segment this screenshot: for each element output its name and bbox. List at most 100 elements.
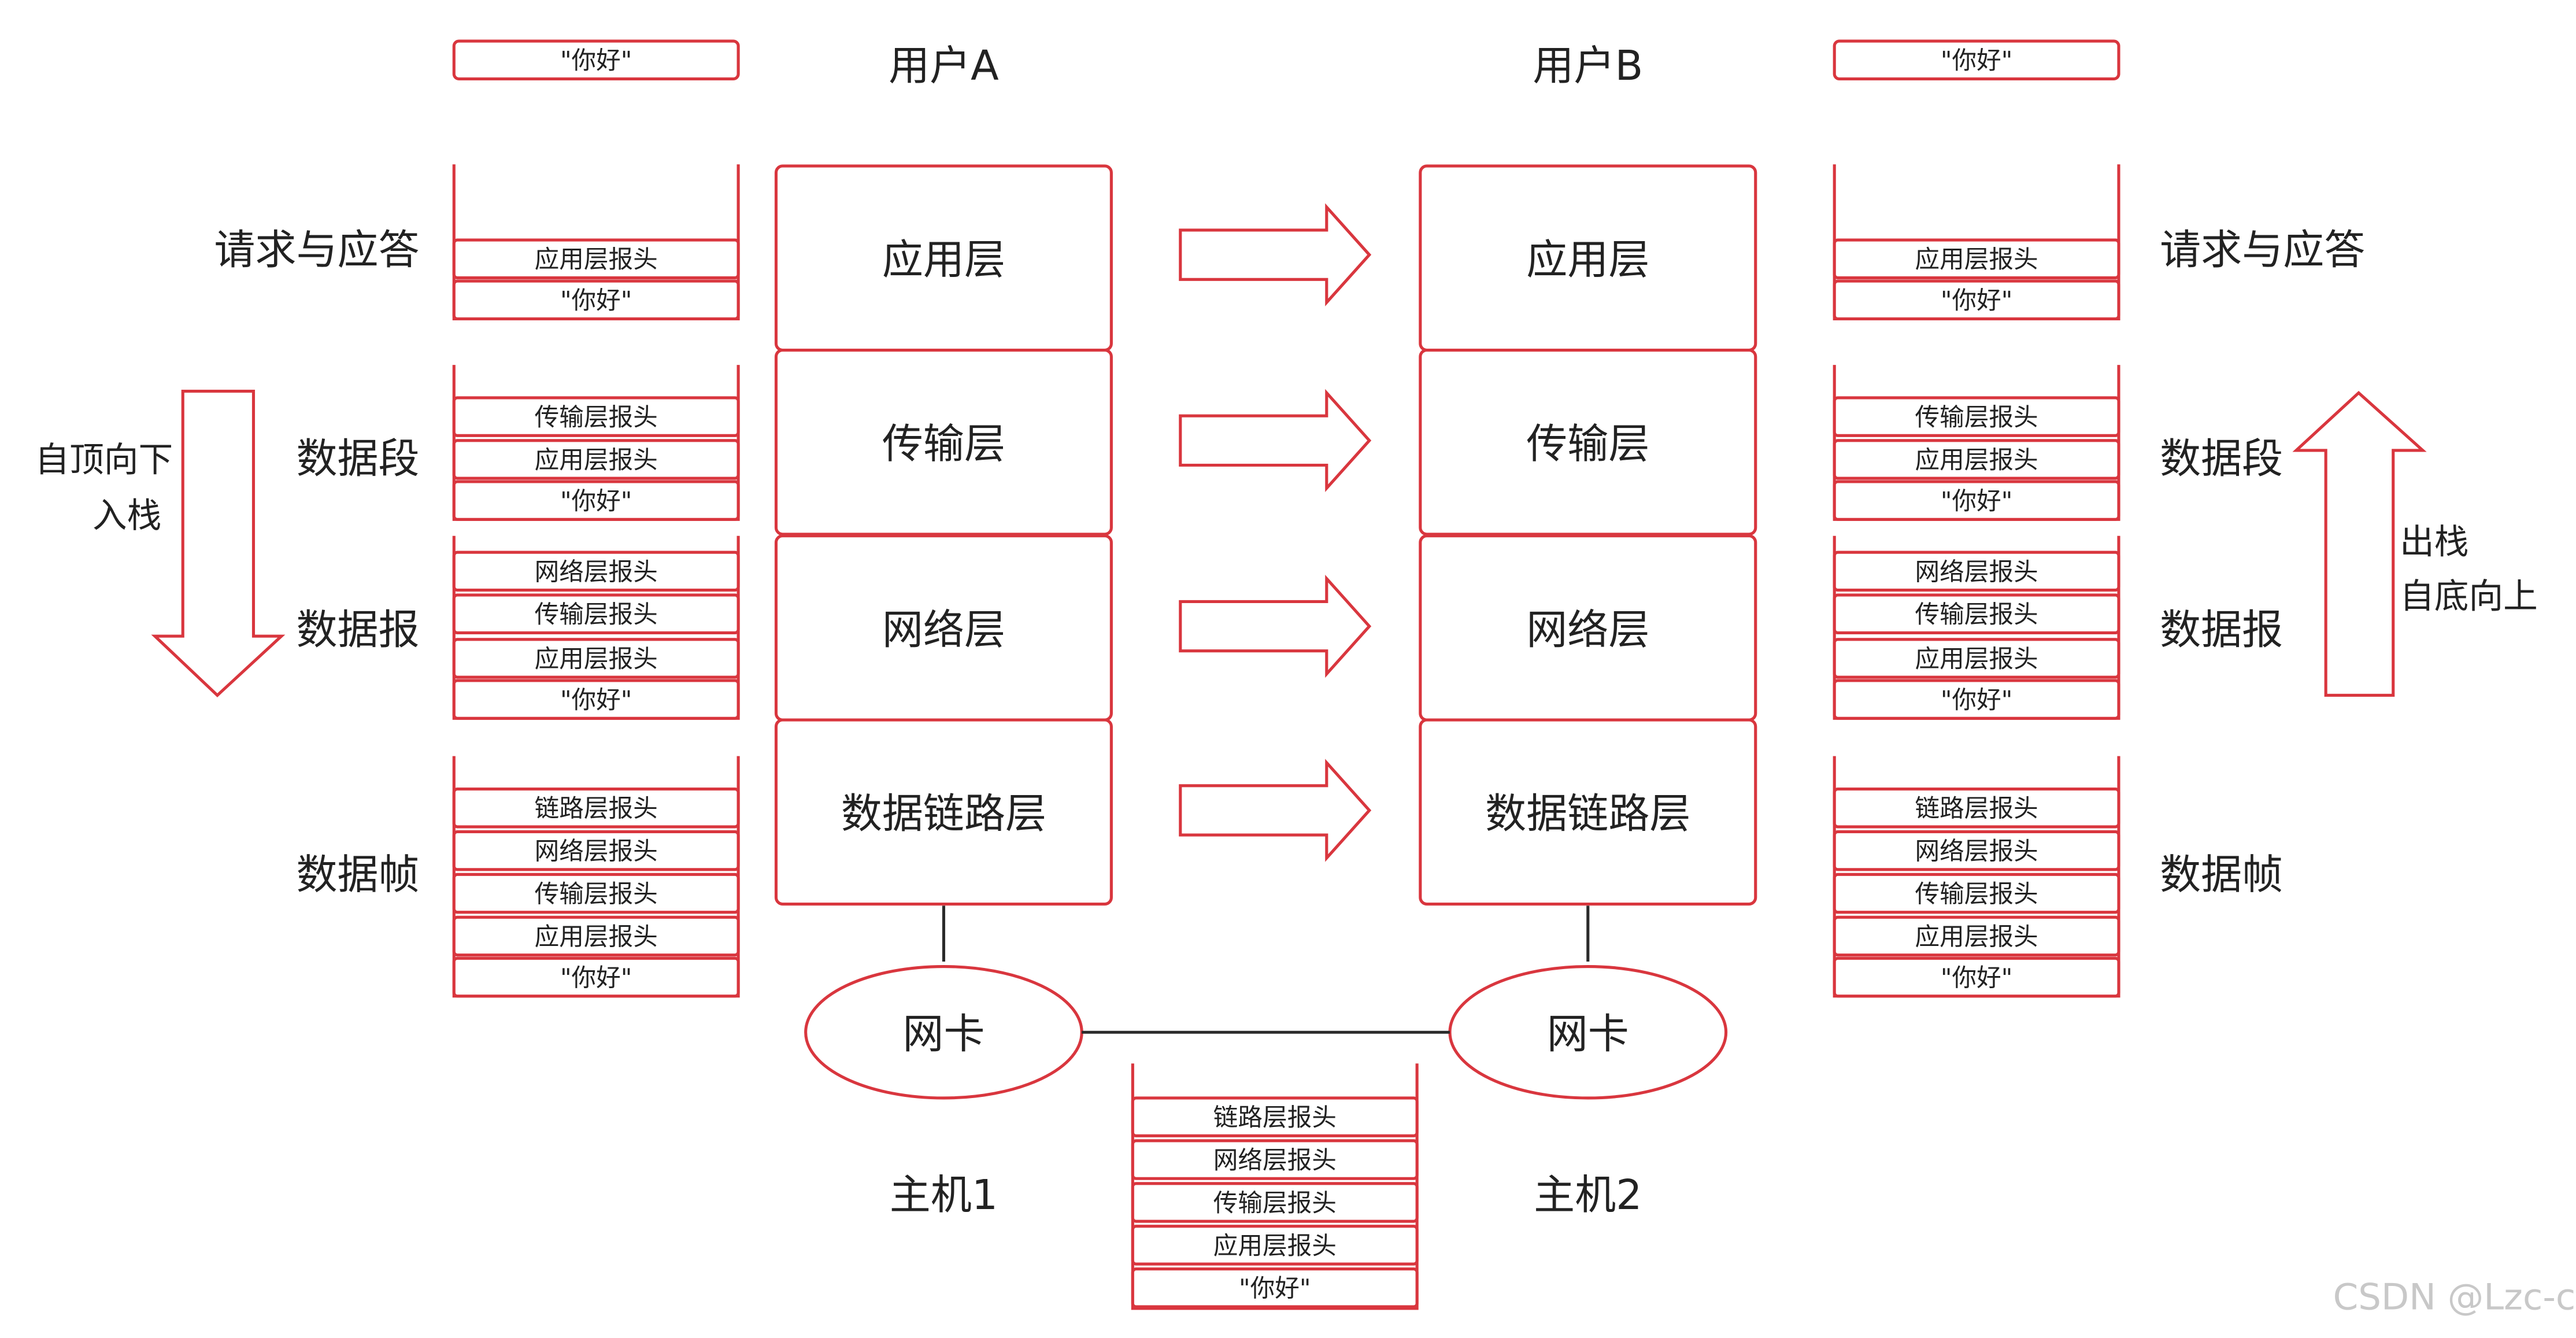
right-stack-3-row-2 bbox=[1833, 873, 2120, 914]
left-stack-2-row-1 bbox=[452, 593, 740, 635]
layer-label-0-2: 网络层 bbox=[882, 605, 1005, 653]
left-stack-0-row-0 bbox=[452, 238, 740, 279]
wire-frame-row-2 bbox=[1131, 1182, 1419, 1223]
wire-frame-row-0 bbox=[1131, 1096, 1419, 1137]
unit-name-left-1: 数据段 bbox=[296, 435, 419, 483]
left-stack-3-label-3: 应用层报头 bbox=[535, 922, 658, 951]
left-top-payload-text: "你好" bbox=[560, 46, 632, 75]
right-stack-0-label-1: "你好" bbox=[1941, 286, 2012, 315]
left-stack-2-row-2 bbox=[452, 638, 740, 679]
left-stack-1-label-2: "你好" bbox=[560, 487, 632, 516]
csdn-watermark: CSDN @Lzc-c bbox=[2333, 1276, 2576, 1318]
right-stack-1-row-1 bbox=[1833, 439, 2120, 480]
left-stack-3-label-4: "你好" bbox=[560, 963, 632, 992]
right-stack-3-row-4 bbox=[1833, 956, 2120, 998]
unit-name-left-2: 数据报 bbox=[296, 605, 419, 653]
nic-label-0: 网卡 bbox=[902, 1010, 984, 1058]
wire-frame-label-2: 传输层报头 bbox=[1213, 1189, 1337, 1218]
unit-name-left-0: 请求与应答 bbox=[214, 226, 419, 274]
push-down-arrow bbox=[151, 390, 286, 697]
layer-label-0-3: 数据链路层 bbox=[841, 790, 1046, 838]
right-stack-3-row-0 bbox=[1833, 787, 2120, 829]
wire-frame-label-3: 应用层报头 bbox=[1213, 1232, 1337, 1261]
left-stack-3-row-0 bbox=[452, 787, 740, 829]
right-stack-3-row-3 bbox=[1833, 915, 2120, 957]
right-stack-2-row-3 bbox=[1833, 679, 2120, 720]
wire-frame-row-3 bbox=[1131, 1225, 1419, 1266]
left-stack-3-row-3 bbox=[452, 915, 740, 957]
right-stack-3-label-1: 网络层报头 bbox=[1915, 837, 2038, 866]
host-label-0: 主机1 bbox=[890, 1171, 998, 1219]
unit-name-right-3: 数据帧 bbox=[2160, 851, 2283, 899]
left-stack-3-label-0: 链路层报头 bbox=[535, 794, 658, 823]
right-top-payload-text: "你好" bbox=[1941, 46, 2012, 75]
pop-up-arrow bbox=[2292, 390, 2427, 697]
left-stack-0-label-0: 应用层报头 bbox=[535, 245, 658, 274]
push-direction-line1: 自顶向下 bbox=[35, 440, 173, 480]
layer-label-1-0: 应用层 bbox=[1526, 236, 1649, 284]
left-stack-2-label-2: 应用层报头 bbox=[535, 645, 658, 674]
layer-box-1-3 bbox=[1419, 718, 1757, 906]
wire-frame-row-1 bbox=[1131, 1139, 1419, 1180]
left-stack-2-label-1: 传输层报头 bbox=[535, 600, 658, 629]
nic-label-1: 网卡 bbox=[1547, 1010, 1629, 1058]
right-stack-0-row-0 bbox=[1833, 238, 2120, 279]
left-stack-3-label-2: 传输层报头 bbox=[535, 879, 658, 908]
pop-direction-line1: 出栈 bbox=[2400, 523, 2468, 563]
left-top-payload-box bbox=[452, 39, 740, 81]
peer-arrow-0 bbox=[1179, 203, 1372, 306]
left-stack-3-row-2 bbox=[452, 873, 740, 914]
right-stack-3-label-2: 传输层报头 bbox=[1915, 879, 2038, 908]
left-stack-1-label-0: 传输层报头 bbox=[535, 403, 658, 432]
right-stack-1-label-1: 应用层报头 bbox=[1915, 446, 2038, 475]
right-stack-1-label-0: 传输层报头 bbox=[1915, 403, 2038, 432]
right-stack-2-row-2 bbox=[1833, 638, 2120, 679]
right-stack-2-label-0: 网络层报头 bbox=[1915, 557, 2038, 586]
right-stack-3-row-1 bbox=[1833, 830, 2120, 871]
left-stack-0-label-1: "你好" bbox=[560, 286, 632, 315]
push-direction-line2: 入栈 bbox=[92, 496, 161, 536]
wire-frame-label-1: 网络层报头 bbox=[1213, 1146, 1337, 1175]
user-label-1: 用户B bbox=[1533, 42, 1643, 90]
layer-label-1-2: 网络层 bbox=[1526, 605, 1649, 653]
left-stack-3-row-4 bbox=[452, 956, 740, 998]
layer-label-0-0: 应用层 bbox=[882, 236, 1005, 284]
unit-name-left-3: 数据帧 bbox=[296, 851, 419, 899]
user-label-0: 用户A bbox=[889, 42, 999, 90]
right-stack-2-label-1: 传输层报头 bbox=[1915, 600, 2038, 629]
right-stack-1-label-2: "你好" bbox=[1941, 487, 2012, 516]
peer-arrow-2 bbox=[1179, 574, 1372, 678]
unit-name-right-0: 请求与应答 bbox=[2160, 226, 2365, 274]
unit-name-right-2: 数据报 bbox=[2160, 605, 2283, 653]
pop-direction-line2: 自底向上 bbox=[2400, 576, 2538, 616]
left-stack-2-row-3 bbox=[452, 679, 740, 720]
right-stack-3-label-4: "你好" bbox=[1941, 963, 2012, 992]
left-stack-3-row-1 bbox=[452, 830, 740, 871]
right-stack-1-row-0 bbox=[1833, 396, 2120, 437]
left-stack-2-label-3: "你好" bbox=[560, 686, 632, 715]
layer-label-0-1: 传输层 bbox=[882, 420, 1005, 468]
left-stack-1-row-0 bbox=[452, 396, 740, 437]
wire-frame-label-4: "你好" bbox=[1239, 1274, 1311, 1303]
left-stack-0-row-1 bbox=[452, 279, 740, 321]
right-stack-2-row-0 bbox=[1833, 550, 2120, 592]
left-stack-1-label-1: 应用层报头 bbox=[535, 446, 658, 475]
wire-frame-row-4 bbox=[1131, 1267, 1419, 1309]
layer-box-1-1 bbox=[1419, 348, 1757, 536]
left-stack-1-row-2 bbox=[452, 480, 740, 521]
right-stack-3-label-0: 链路层报头 bbox=[1915, 794, 2038, 823]
right-stack-1-row-2 bbox=[1833, 480, 2120, 521]
left-stack-3-label-1: 网络层报头 bbox=[535, 837, 658, 866]
peer-arrow-3 bbox=[1179, 759, 1372, 862]
right-stack-2-row-1 bbox=[1833, 593, 2120, 635]
right-stack-0-row-1 bbox=[1833, 279, 2120, 321]
right-stack-0-label-0: 应用层报头 bbox=[1915, 245, 2038, 274]
layer-label-1-1: 传输层 bbox=[1526, 420, 1649, 468]
right-top-payload-box bbox=[1833, 39, 2120, 81]
host-label-1: 主机2 bbox=[1534, 1171, 1642, 1219]
right-stack-2-label-3: "你好" bbox=[1941, 686, 2012, 715]
left-stack-2-label-0: 网络层报头 bbox=[535, 557, 658, 586]
peer-arrow-1 bbox=[1179, 389, 1372, 492]
